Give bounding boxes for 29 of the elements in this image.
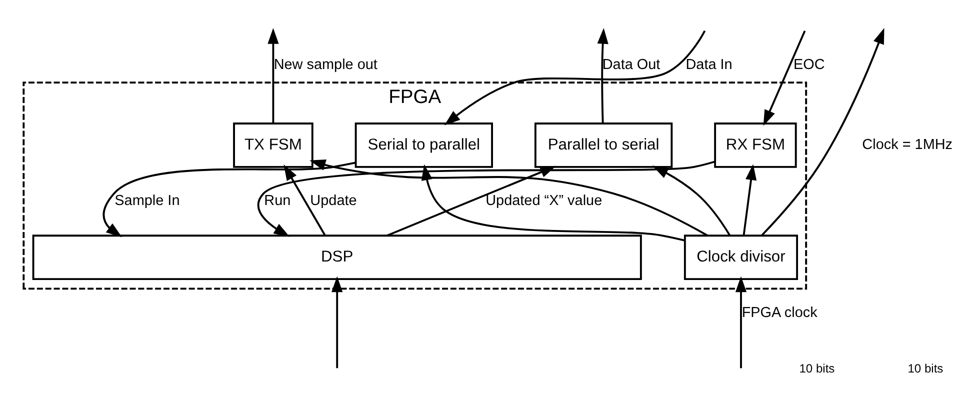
edge-label: FPGA clock bbox=[741, 304, 817, 321]
arrow bbox=[760, 28, 884, 236]
edge-label: Updated “X” value bbox=[485, 192, 602, 209]
label: 10 bits bbox=[907, 360, 943, 375]
arrow bbox=[734, 276, 746, 368]
node-box: RX FSM bbox=[714, 122, 796, 168]
arrow bbox=[742, 164, 756, 236]
edge-label: Clock = 1MHz bbox=[862, 136, 952, 152]
node-box: Serial to parallel bbox=[354, 122, 492, 168]
edge-label: Run bbox=[264, 192, 290, 209]
node-box: DSP bbox=[32, 234, 642, 280]
arrow bbox=[283, 164, 326, 236]
arrow bbox=[331, 276, 342, 368]
node-box: Clock divisor bbox=[683, 234, 798, 280]
arrow bbox=[386, 165, 556, 236]
edge-label: Update bbox=[310, 192, 356, 209]
node-box: TX FSM bbox=[232, 122, 313, 168]
edge-label: Data Out bbox=[602, 56, 660, 72]
edge-label: New sample out bbox=[273, 56, 377, 72]
edge-label: Data In bbox=[685, 56, 732, 72]
arrow bbox=[267, 27, 278, 123]
edge-label: Sample In bbox=[114, 192, 180, 209]
arrow bbox=[102, 161, 356, 237]
node-box: Parallel to serial bbox=[534, 122, 672, 168]
label: 10 bits bbox=[798, 360, 834, 375]
edge-label: EOC bbox=[792, 56, 824, 72]
arrow bbox=[762, 30, 806, 126]
arrow bbox=[444, 30, 706, 125]
arrow bbox=[596, 27, 608, 123]
